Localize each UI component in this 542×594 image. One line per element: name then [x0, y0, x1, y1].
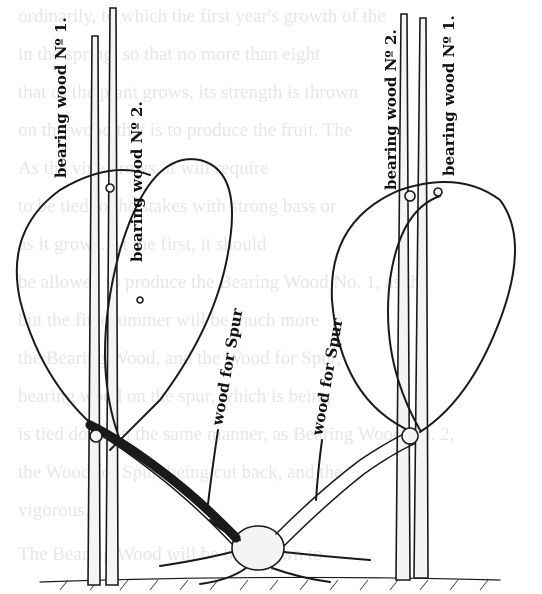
ghost-line: the Bearing Wood, and the Wood for Spur, [18, 348, 341, 369]
ghost-line: to be tied to the stakes with strong bas… [18, 196, 337, 217]
label-left-bearing-1: bearing wood Nº 1. [52, 17, 70, 178]
ghost-line: the Wood for Spur, being cut back, and t… [18, 462, 343, 483]
label-left-bearing-2: bearing wood Nº 2. [128, 101, 146, 262]
centre-vine [276, 430, 414, 546]
left-stake [88, 36, 100, 585]
right-stake-2 [414, 18, 428, 578]
ghost-line: but the first summer will be much more [18, 310, 319, 331]
label-right-bearing-1: bearing wood Nº 1. [440, 15, 458, 176]
label-right-bearing-2: bearing wood Nº 2. [382, 29, 400, 190]
ghost-line: vigorous. [18, 500, 89, 521]
ghost-line: ordinarily, to which the first year's gr… [18, 6, 386, 27]
label-centre-spur: wood for Spur [308, 316, 347, 438]
